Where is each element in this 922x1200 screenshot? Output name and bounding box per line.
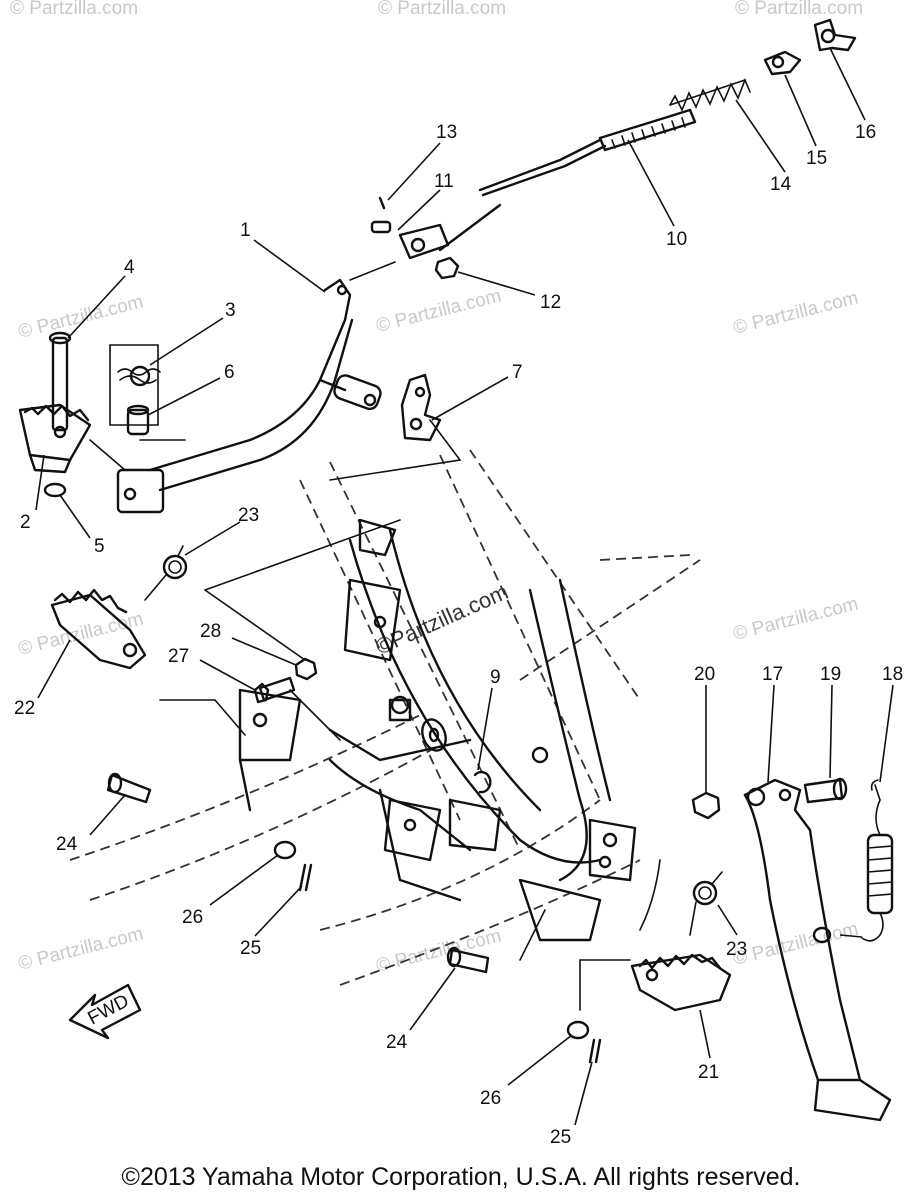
side-stand	[743, 778, 892, 1122]
callout-1: 1	[240, 220, 251, 241]
callout-17: 17	[762, 664, 783, 685]
callout-28: 28	[200, 621, 221, 642]
callout-5: 5	[94, 536, 105, 557]
cotter-pin-right	[588, 1038, 602, 1064]
adjuster-nut	[763, 50, 802, 76]
watermark: © Partzilla.com	[16, 292, 145, 343]
watermark: © Partzilla.com	[16, 609, 145, 660]
callout-19: 19	[820, 664, 841, 685]
wing-nut	[813, 18, 857, 52]
watermark: © Partzilla.com	[10, 0, 138, 19]
footrest-spring-right	[689, 871, 723, 936]
circlip	[473, 770, 492, 794]
return-spring	[669, 77, 751, 112]
footrest-left	[50, 588, 147, 670]
rod-joint	[370, 220, 450, 260]
callout-12: 12	[540, 292, 561, 313]
callout-24: 24	[56, 834, 78, 855]
callout-24: 24	[386, 1032, 408, 1053]
cotter-pin-small	[378, 196, 386, 210]
callout-23: 23	[238, 505, 259, 526]
callout-labels: 1 2 3 4 5 6 7 9 10 11 12 13 14 15 16 17 …	[14, 122, 903, 1148]
watermark: © Partzilla.com	[374, 286, 503, 337]
frame-main-tube	[238, 518, 637, 942]
callout-6: 6	[224, 362, 235, 383]
callout-10: 10	[666, 229, 687, 250]
callout-26: 26	[480, 1088, 501, 1109]
switch-bracket	[400, 373, 442, 442]
brake-rod	[438, 108, 697, 252]
callout-20: 20	[694, 664, 715, 685]
callout-25: 25	[550, 1127, 571, 1148]
callout-7: 7	[512, 362, 523, 383]
callout-14: 14	[770, 174, 792, 195]
callout-23: 23	[726, 939, 747, 960]
cotter-pin-left	[298, 863, 313, 892]
spring-hook-pin	[812, 926, 832, 944]
watermark: © Partzilla.com	[374, 926, 503, 977]
washer	[421, 718, 447, 752]
footrest-pin-left	[106, 772, 152, 804]
callout-2: 2	[20, 512, 31, 533]
stand-nut	[691, 791, 721, 820]
footrest-bolt	[253, 676, 296, 704]
nut	[434, 256, 460, 280]
pedal-tip	[18, 403, 92, 474]
spring	[117, 365, 161, 387]
callout-15: 15	[806, 148, 827, 169]
callout-16: 16	[855, 122, 876, 143]
callout-11: 11	[434, 171, 454, 192]
forward-arrow: FWD	[68, 983, 142, 1040]
footrest-pin-right	[446, 946, 490, 974]
callout-13: 13	[436, 122, 457, 143]
callout-26: 26	[182, 907, 203, 928]
watermark: © Partzilla.com	[731, 288, 860, 339]
cotter-pin	[43, 482, 67, 498]
frame-outline	[69, 449, 701, 986]
callout-3: 3	[225, 300, 236, 321]
pin	[48, 331, 72, 432]
stand-spring	[861, 779, 894, 942]
footrest-spring-left	[144, 545, 188, 601]
pivot-bolt	[803, 777, 848, 804]
watermark: © Partzilla.com	[16, 924, 145, 975]
washer-left	[273, 840, 297, 860]
callout-4: 4	[124, 257, 135, 278]
watermark: © Partzilla.com	[378, 0, 506, 19]
watermark: © Partzilla.com	[731, 919, 860, 970]
callout-21: 21	[698, 1062, 719, 1083]
alignment-lines	[89, 261, 661, 1011]
leader-lines	[35, 47, 894, 1126]
footrest-nut	[294, 657, 318, 681]
watermark: © Partzilla.com	[735, 0, 863, 19]
exploded-parts-diagram: © Partzilla.com © Partzilla.com © Partzi…	[10, 0, 903, 1148]
brake-pedal	[116, 278, 382, 514]
callout-9: 9	[490, 667, 501, 688]
callout-18: 18	[882, 664, 903, 685]
callout-25: 25	[240, 938, 261, 959]
callout-27: 27	[168, 646, 189, 667]
callout-22: 22	[14, 698, 35, 719]
collar	[126, 404, 150, 436]
footrest-right	[630, 953, 732, 1012]
washer-right	[566, 1020, 590, 1040]
watermark: © Partzilla.com	[731, 594, 860, 645]
copyright-notice: ©2013 Yamaha Motor Corporation, U.S.A. A…	[121, 1163, 801, 1191]
